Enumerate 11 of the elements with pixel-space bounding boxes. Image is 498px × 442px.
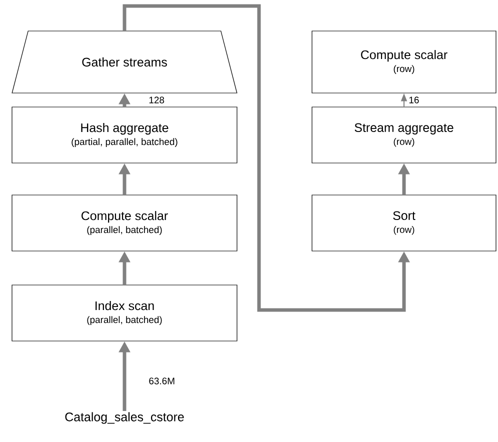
edge-label: 128: [148, 96, 165, 104]
edge-label: 63.6M: [148, 377, 176, 385]
operator-box: Hash aggregate (partial, parallel, batched): [12, 106, 238, 164]
operator-box: Index scan (parallel, batched): [12, 284, 238, 342]
operator-box: Compute scalar (row): [312, 30, 496, 94]
operator-box: Stream aggregate (row): [312, 106, 496, 164]
gather-trapezium: Gather streams: [12, 30, 238, 94]
edge-label: 16: [408, 96, 420, 104]
source-label: Catalog_sales_cstore: [65, 412, 184, 424]
operator-box: Compute scalar (parallel, batched): [12, 194, 238, 252]
operator-box: Sort (row): [312, 194, 496, 252]
